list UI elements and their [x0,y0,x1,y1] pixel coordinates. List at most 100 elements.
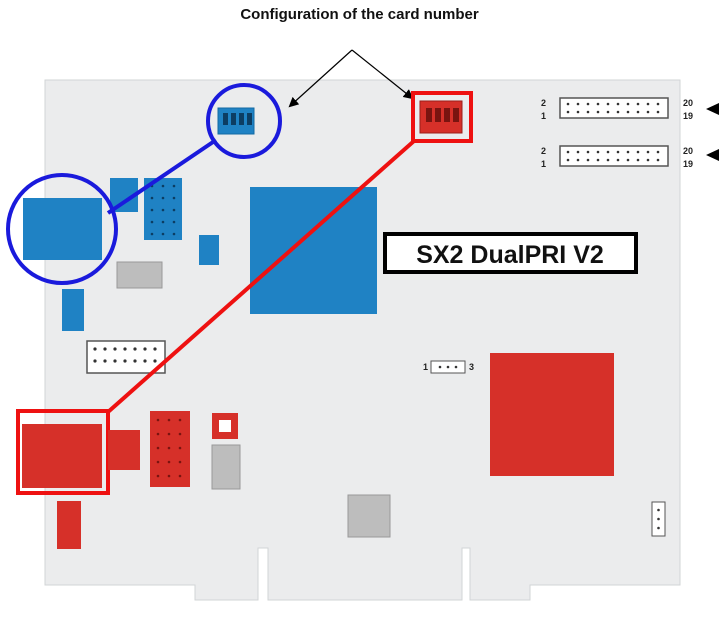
blue-ic-left [23,198,102,260]
red-dip-switch-highlight [411,91,473,143]
pin-dot [566,110,570,114]
pin-dot [596,102,600,106]
dip-toggle [444,108,450,122]
pin-dot [606,102,610,106]
blue-ic-highlight [6,173,118,285]
pin-dot [616,150,620,154]
pin-dot [576,102,580,106]
pin-dot [93,359,97,363]
pin-dot [646,158,650,162]
dip-toggle [231,113,236,125]
pin-dot [566,158,570,162]
pin-dot [123,347,127,351]
card-label-box [383,232,638,274]
dip-toggle [435,108,441,122]
pin-dot [156,432,160,436]
pin-dot [93,347,97,351]
pin-dot [178,432,182,436]
pin-dot [161,196,165,200]
red-link-line [106,139,416,414]
card-label: SX2 DualPRI V2 [416,241,604,269]
connector-arrow-icon [706,149,719,161]
pin-dot [153,347,157,351]
pin-dot [636,158,640,162]
red-ic-left [22,424,102,488]
pin-dot [656,102,660,106]
pin-label: 1 [423,362,428,372]
pin-dot [606,110,610,114]
gray-component-bottom [211,444,241,490]
blue-main-chip [250,187,377,314]
pin-dot [566,102,570,106]
pin-label: 1 [541,159,546,169]
red-header-large [150,411,190,487]
pin-dot [172,208,176,212]
pin-dot [576,150,580,154]
pin-dot [156,474,160,478]
pin-dot [167,474,171,478]
pin-dot [646,150,650,154]
pin-dot [586,102,590,106]
pin-dot [143,359,147,363]
pin-dot [167,446,171,450]
pin-dot [616,110,620,114]
pin-dot [636,102,640,106]
pin-dot [636,110,640,114]
pin-dot [586,150,590,154]
pin-dot [656,150,660,154]
pin-label: 3 [469,362,474,372]
pin-dot [161,208,165,212]
pin-dot [150,220,154,224]
pin-dot [143,347,147,351]
pin-dot [150,196,154,200]
pin-dot [178,474,182,478]
blue-component-vertical [62,289,84,331]
pin-dot [123,359,127,363]
pin-dot [156,418,160,422]
pin-dot [167,432,171,436]
blue-jumper [199,235,219,265]
pin-label: 2 [541,98,546,108]
pin-dot [178,460,182,464]
pin-dot [656,110,660,114]
pin-dot [626,158,630,162]
gray-component [116,261,163,289]
pin-dot [133,347,137,351]
pin-dot [626,102,630,106]
red-header-small [108,430,140,470]
pin-dot [178,418,182,422]
pin-dot [167,460,171,464]
pin-dot [616,102,620,106]
pin-dot [172,220,176,224]
pin-label: 1 [541,111,546,121]
pointer-arrow-left [288,49,353,108]
pointer-arrow-right [351,49,414,100]
pin-dot [596,110,600,114]
pin-dot [172,184,176,188]
pin-label: 20 [683,146,693,156]
pin-dot [178,446,182,450]
pin-dot [606,158,610,162]
pin-dot [586,158,590,162]
pin-dot [161,220,165,224]
pin-dot [161,232,165,236]
red-component-vertical [57,501,81,549]
pin-dot [172,196,176,200]
connector-arrow-icon [706,103,719,115]
dip-toggle [453,108,459,122]
pin-dot [103,359,107,363]
pin-dot [646,102,650,106]
pin-dot [616,158,620,162]
blue-link-line [106,138,218,215]
pin-label: 19 [683,111,693,121]
pin-label: 2 [541,146,546,156]
dip-toggle [239,113,244,125]
pin-dot [150,232,154,236]
pin-dot [566,150,570,154]
dip-toggle [426,108,432,122]
pin-dot [103,347,107,351]
white-pin-header [86,340,166,374]
pin-dot [156,446,160,450]
pin-dot [576,158,580,162]
blue-dip-switch-highlight [206,83,282,159]
